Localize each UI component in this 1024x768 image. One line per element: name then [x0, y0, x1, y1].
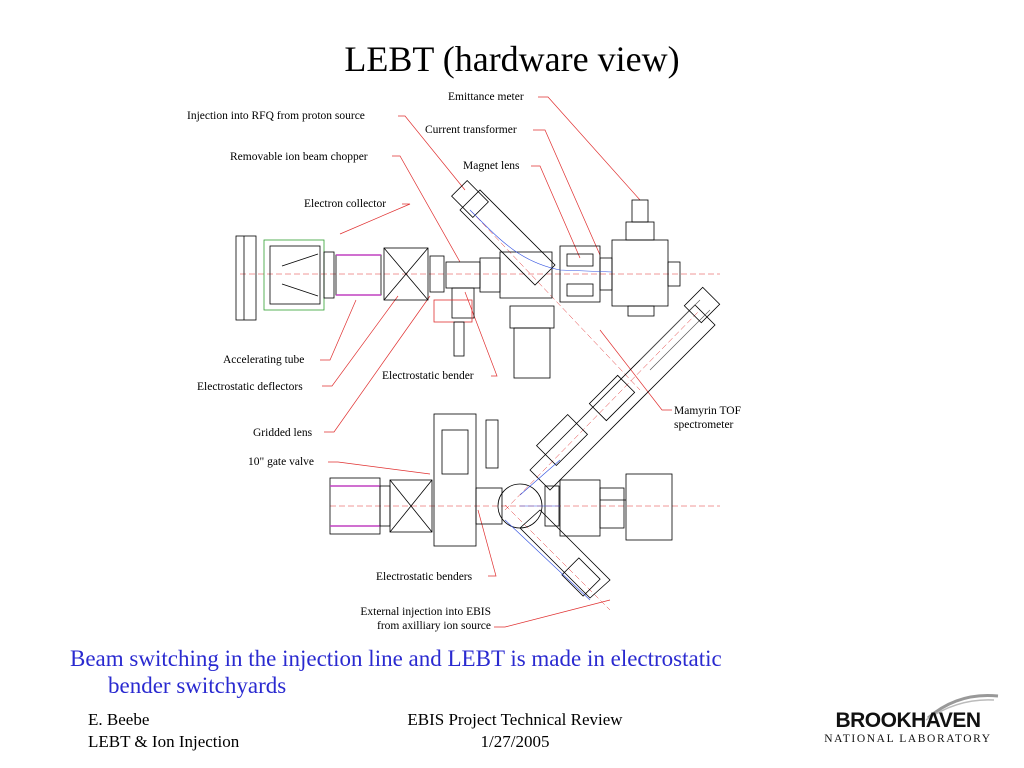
leader-removable-chopper	[392, 155, 461, 263]
footer-left: E. Beebe LEBT & Ion Injection	[88, 709, 239, 753]
label-external-line1: External injection into EBIS	[360, 606, 491, 618]
leader-mamyrin	[599, 329, 672, 411]
leader-accelerating-tube	[320, 299, 357, 361]
label-magnet-lens: Magnet lens	[463, 160, 520, 172]
label-electrostatic-bender: Electrostatic bender	[382, 370, 474, 382]
bender-cross	[445, 261, 481, 289]
label-mamyrin-tof: Mamyrin TOF spectrometer	[674, 404, 741, 432]
slide-caption: Beam switching in the injection line and…	[70, 645, 950, 699]
leader-electrostatic-deflectors	[322, 295, 399, 387]
footer-author: E. Beebe	[88, 710, 150, 729]
deflector-chamber	[383, 247, 429, 301]
lower-deflector-chamber	[389, 479, 433, 533]
lebt-hardware-diagram	[235, 96, 721, 628]
logo-subtitle: NATIONAL LABORATORY	[824, 733, 991, 745]
emittance-cross	[611, 239, 669, 307]
leader-gate-valve	[328, 461, 431, 475]
leader-gridded-lens	[324, 295, 431, 433]
slide-title: LEBT (hardware view)	[344, 39, 680, 79]
electron-collector-body	[263, 239, 325, 311]
lower-magnet-lens	[559, 479, 601, 537]
leader-electron-collector	[339, 203, 411, 235]
label-electrostatic-benders: Electrostatic benders	[376, 571, 473, 583]
leader-benders	[477, 509, 497, 577]
label-mamyrin-line2: spectrometer	[674, 419, 734, 431]
label-accelerating-tube: Accelerating tube	[223, 354, 305, 366]
footer-event: EBIS Project Technical Review	[407, 710, 623, 729]
label-emittance-meter: Emittance meter	[448, 91, 524, 103]
footer-topic: LEBT & Ion Injection	[88, 732, 240, 751]
leader-lines	[320, 96, 672, 628]
tof-pipe	[529, 304, 716, 491]
footer-date: 1/27/2005	[480, 732, 550, 751]
leader-external	[494, 599, 611, 628]
label-electrostatic-deflectors: Electrostatic deflectors	[197, 381, 303, 393]
leader-electrostatic-bender	[464, 291, 498, 377]
label-injection-rfq: Injection into RFQ from proton source	[187, 110, 365, 122]
leader-emittance-meter	[538, 96, 641, 201]
label-external-injection: External injection into EBIS from axilli…	[330, 605, 491, 633]
lower-cross	[625, 473, 673, 541]
caption-line2: bender switchyards	[108, 673, 287, 698]
label-gridded-lens: Gridded lens	[253, 427, 313, 439]
upper-beamline	[235, 180, 681, 379]
label-external-line2: from axilliary ion source	[376, 620, 491, 632]
footer-center: EBIS Project Technical Review 1/27/2005	[370, 709, 660, 753]
leader-injection-rfq	[398, 115, 466, 191]
accelerating-tube	[335, 254, 382, 296]
beam-trajectories	[469, 209, 613, 601]
label-electron-collector: Electron collector	[304, 198, 387, 210]
gate-valve	[433, 413, 477, 547]
caption-line1: Beam switching in the injection line and…	[70, 646, 722, 671]
label-mamyrin-line1: Mamyrin TOF	[674, 405, 741, 417]
lower-beamline	[329, 286, 721, 599]
external-pipe	[519, 509, 611, 599]
logo-name: BROOKHAVEN	[835, 709, 980, 732]
brookhaven-logo: BROOKHAVEN NATIONAL LABORATORY	[824, 693, 999, 745]
label-removable-chopper: Removable ion beam chopper	[230, 151, 368, 163]
gun-flange	[235, 235, 257, 321]
leader-magnet-lens	[531, 165, 581, 259]
leader-current-transformer	[533, 129, 601, 256]
label-current-transformer: Current transformer	[425, 124, 517, 136]
rfq-injection-pipe	[459, 189, 556, 286]
label-gate-valve: 10" gate valve	[248, 456, 315, 468]
